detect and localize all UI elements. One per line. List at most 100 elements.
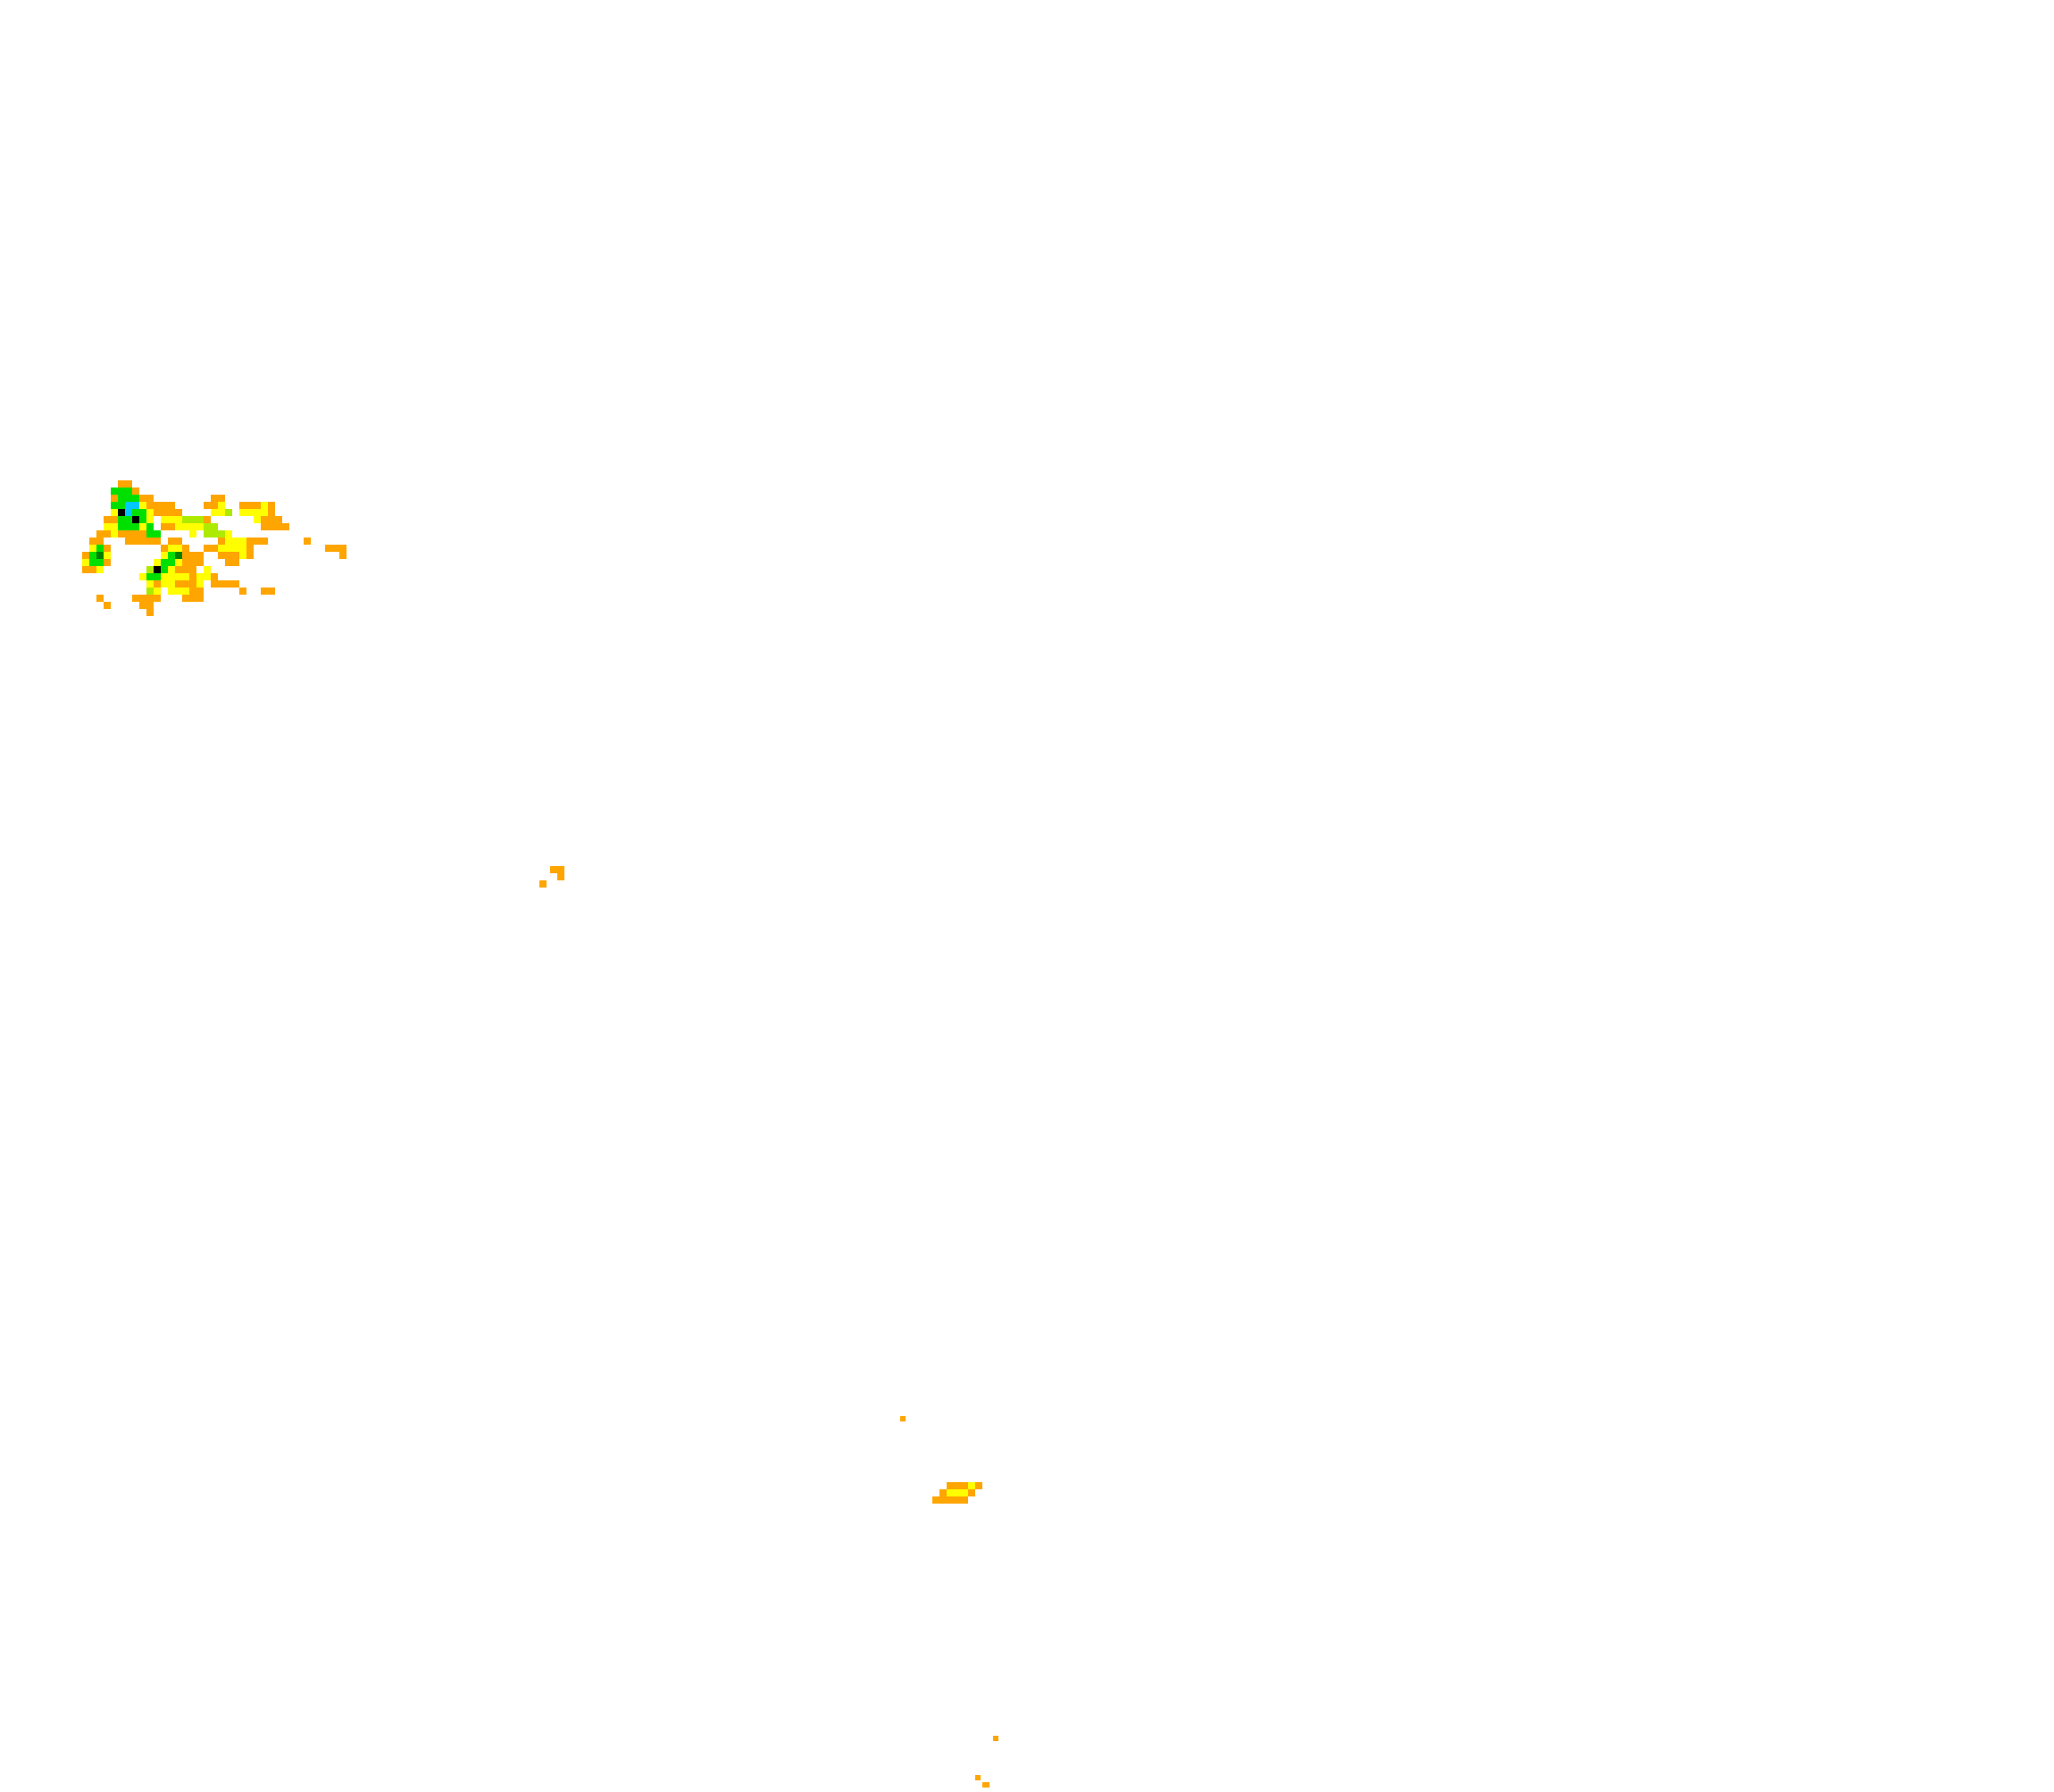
radar-echo-cell <box>111 488 118 495</box>
radar-echo-cell <box>225 545 232 552</box>
radar-echo-cell <box>304 538 311 545</box>
radar-echo-cell <box>89 559 96 566</box>
radar-echo-cell <box>939 1496 947 1504</box>
radar-echo-cell <box>146 538 154 545</box>
radar-echo-cell <box>218 552 225 559</box>
radar-echo-cell <box>961 1496 968 1504</box>
radar-echo-cell <box>146 580 154 588</box>
radar-echo-cell <box>89 566 96 573</box>
radar-echo-cell <box>125 509 132 516</box>
radar-echo-cell <box>211 573 218 580</box>
radar-echo-cell <box>111 502 118 509</box>
radar-echo-cell <box>975 1482 982 1489</box>
radar-echo-cell <box>111 509 118 516</box>
radar-echo-cell <box>154 588 161 595</box>
radar-echo-cell <box>139 502 146 509</box>
radar-echo-cell <box>168 538 175 545</box>
radar-echo-cell <box>239 509 246 516</box>
radar-echo-cell <box>89 538 96 545</box>
radar-echo-cell <box>218 545 225 552</box>
radar-echo-cell <box>182 559 189 566</box>
radar-echo-cell <box>189 523 196 530</box>
radar-echo-cell <box>932 1496 939 1504</box>
radar-echo-cell <box>239 552 246 559</box>
radar-echo-cell <box>168 566 175 573</box>
radar-echo-cell <box>168 509 175 516</box>
radar-echo-cell <box>96 545 104 552</box>
radar-echo-cell <box>225 509 232 516</box>
radar-echo-cell <box>204 545 211 552</box>
radar-echo-cell <box>111 495 118 502</box>
radar-echo-cell <box>175 545 182 552</box>
radar-echo-cell <box>168 502 175 509</box>
radar-echo-cell <box>161 502 168 509</box>
radar-echo-cell <box>154 538 161 545</box>
radar-echo-cell <box>332 545 339 552</box>
radar-echo-speck <box>993 1736 998 1741</box>
radar-echo-cell <box>161 523 168 530</box>
radar-echo-cell <box>947 1489 954 1496</box>
radar-echo-cell <box>139 516 146 523</box>
radar-echo-cell <box>211 495 218 502</box>
radar-echo-cell <box>104 523 111 530</box>
radar-echo-cell <box>196 516 204 523</box>
radar-echo-cell <box>954 1496 961 1504</box>
radar-echo-cell <box>204 523 211 530</box>
radar-echo-cell <box>104 530 111 538</box>
radar-echo-cell <box>175 566 182 573</box>
radar-echo-cell <box>189 516 196 523</box>
radar-echo-cell <box>96 552 104 559</box>
radar-echo-cell <box>146 602 154 609</box>
radar-echo-cell <box>132 538 139 545</box>
radar-echo-cell <box>204 516 211 523</box>
radar-echo-cell <box>261 588 268 595</box>
radar-echo-cell <box>246 552 254 559</box>
radar-echo-cell <box>168 580 175 588</box>
radar-echo-cell <box>225 530 232 538</box>
radar-echo-cell <box>154 580 161 588</box>
radar-echo-cell <box>146 566 154 573</box>
radar-echo-cell <box>139 530 146 538</box>
radar-echo-cell <box>954 1482 961 1489</box>
radar-echo-cell <box>211 530 218 538</box>
radar-echo-cell <box>118 495 125 502</box>
radar-echo-cell <box>132 523 139 530</box>
radar-echo-cell <box>550 866 557 873</box>
radar-echo-cell <box>154 573 161 580</box>
radar-echo-cell <box>125 480 132 488</box>
radar-echo-cell <box>211 545 218 552</box>
radar-echo-cell <box>168 516 175 523</box>
radar-echo-cell <box>218 509 225 516</box>
radar-echo-cell <box>146 495 154 502</box>
radar-echo-cell <box>118 480 125 488</box>
radar-echo-cell <box>146 588 154 595</box>
radar-echo-cell <box>118 509 125 516</box>
radar-echo-cell <box>132 502 139 509</box>
radar-echo-cell <box>96 595 104 602</box>
radar-echo-cell <box>125 523 132 530</box>
radar-echo-cell <box>961 1482 968 1489</box>
radar-echo-cell <box>196 573 204 580</box>
radar-echo-cell <box>968 1482 975 1489</box>
radar-echo-cell <box>118 516 125 523</box>
radar-echo-cell <box>339 545 347 552</box>
radar-echo-cell <box>204 530 211 538</box>
radar-echo-cell <box>239 545 246 552</box>
radar-echo-speck <box>900 1416 906 1421</box>
radar-echo-cell <box>175 573 182 580</box>
radar-echo-cell <box>96 566 104 573</box>
radar-echo-cell <box>146 609 154 616</box>
radar-echo-cell <box>175 538 182 545</box>
radar-echo-cell <box>175 509 182 516</box>
radar-echo-cell <box>218 538 225 545</box>
radar-echo-cell <box>182 552 189 559</box>
radar-echo-cell <box>254 538 261 545</box>
radar-echo-cell <box>96 538 104 545</box>
radar-echo-cell <box>225 580 232 588</box>
radar-echo-cell <box>211 509 218 516</box>
radar-echo-cell <box>268 588 275 595</box>
radar-echo-cell <box>125 530 132 538</box>
radar-echo-cell <box>261 502 268 509</box>
radar-echo-cell <box>132 530 139 538</box>
radar-echo-speck <box>975 1775 981 1780</box>
